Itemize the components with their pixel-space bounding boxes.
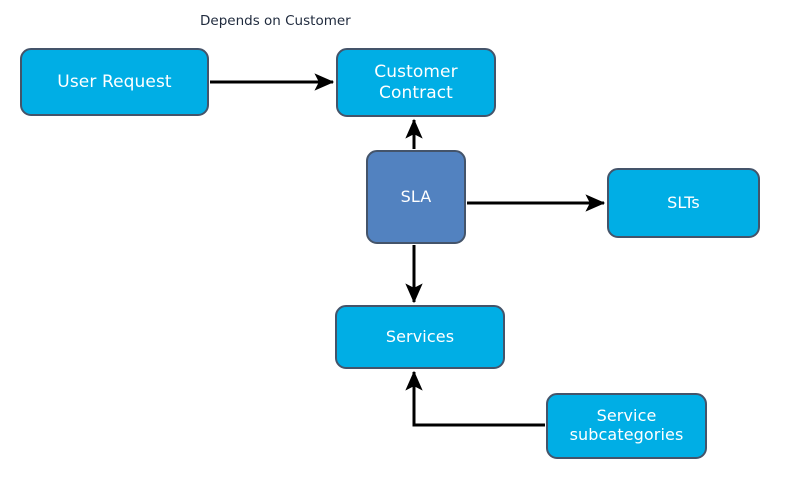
- node-service-subcategories[interactable]: Service subcategories: [546, 393, 707, 459]
- node-customer-contract[interactable]: Customer Contract: [336, 48, 496, 117]
- node-slts[interactable]: SLTs: [607, 168, 760, 238]
- node-slts-label: SLTs: [667, 192, 700, 212]
- node-user-request[interactable]: User Request: [20, 48, 209, 116]
- node-sla-label: SLA: [400, 186, 432, 206]
- node-services[interactable]: Services: [335, 305, 505, 369]
- node-user-request-label: User Request: [57, 71, 172, 92]
- node-service-subcategories-label: Service subcategories: [569, 406, 684, 444]
- node-sla[interactable]: SLA: [366, 150, 466, 244]
- edge-service-subcategories-to-services: [405, 370, 545, 427]
- edge-label-depends-on-customer: Depends on Customer: [200, 13, 351, 29]
- node-customer-contract-label: Customer Contract: [374, 62, 458, 103]
- node-services-label: Services: [385, 326, 455, 346]
